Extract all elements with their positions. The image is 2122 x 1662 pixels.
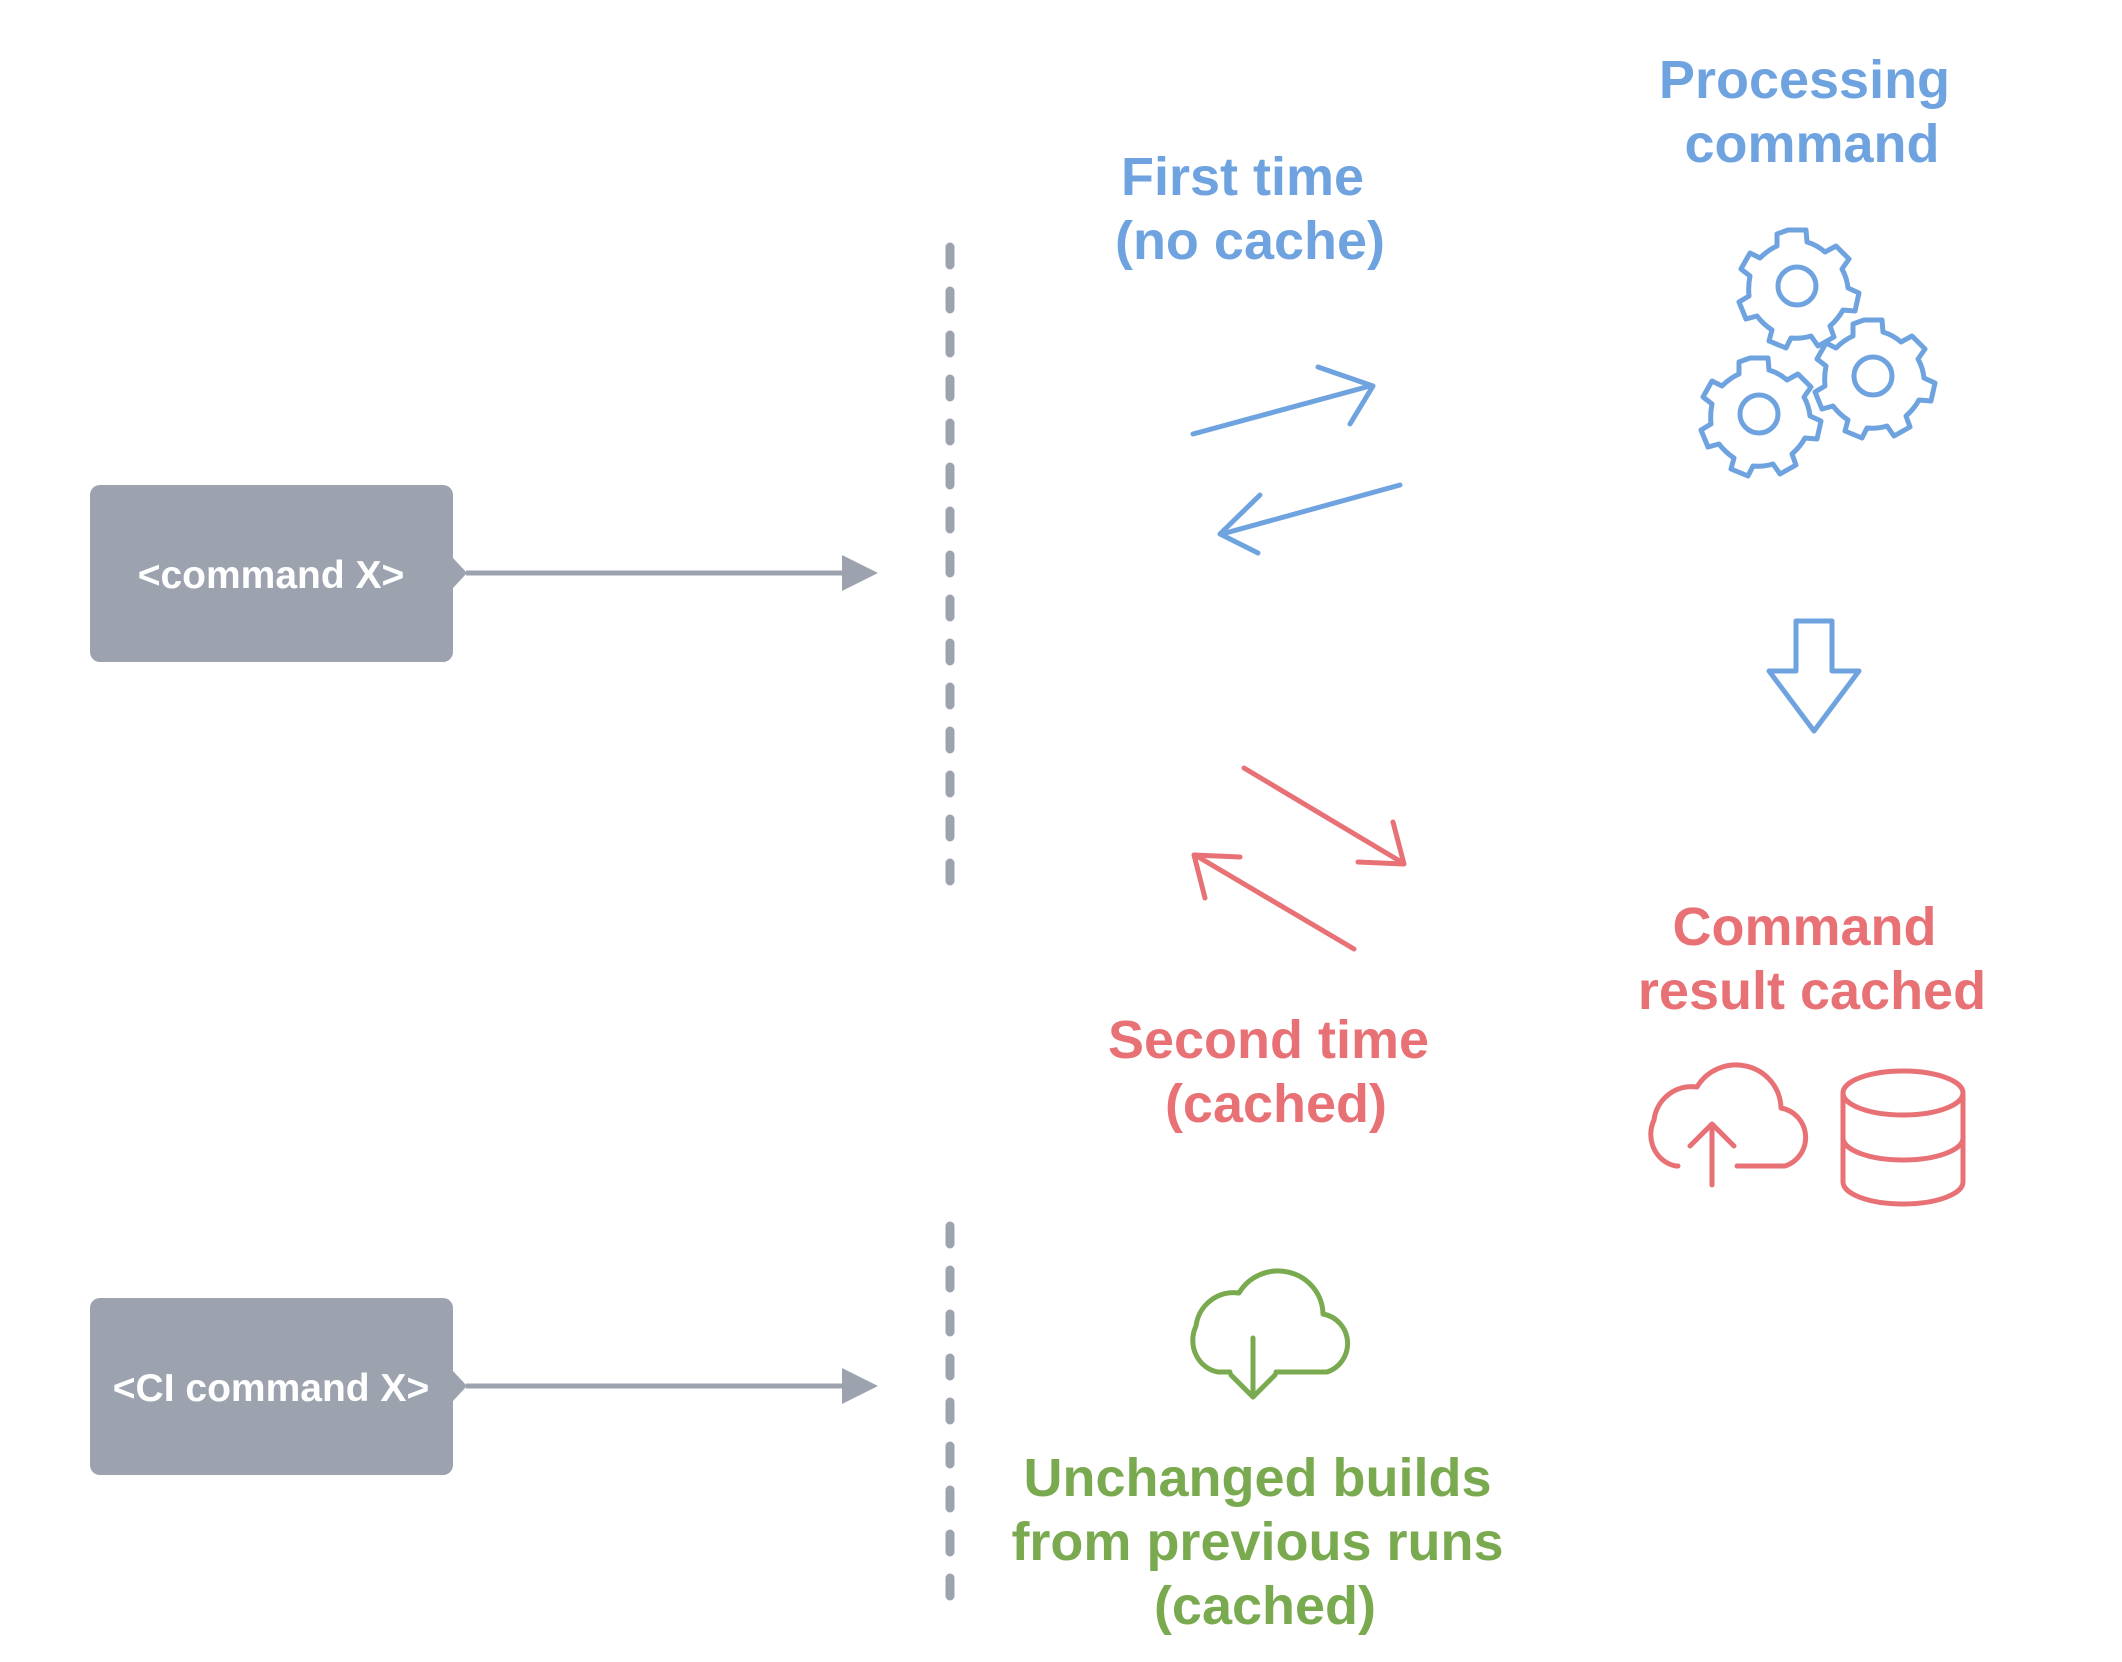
result-cached-label: Command result cached [1638,897,1986,1021]
arrowhead-icon [842,555,878,591]
gears-icon [1698,227,1938,479]
command-arrow [466,555,878,591]
command-label: <command X> [138,554,405,597]
arrowhead-icon [842,1368,878,1404]
command-box [90,485,453,662]
cloud-upload-icon [1648,1062,1809,1188]
processing-label: Processing command [1659,50,1965,174]
response-arrow-icon [1217,482,1403,556]
response-arrow-icon [1191,852,1357,952]
cloud-download-icon [1190,1268,1351,1400]
first-time-label: First time (no cache) [1115,147,1385,271]
ci-command-box [90,1298,453,1475]
down-arrow-icon [1766,618,1862,734]
first-time-arrows [1190,364,1403,556]
ci-command-arrow [466,1368,878,1404]
second-time-label: Second time (cached) [1108,1010,1444,1134]
request-arrow-icon [1190,364,1376,437]
ci-command-label: <CI command X> [113,1367,429,1410]
database-icon [1840,1068,1966,1207]
request-arrow-icon [1241,765,1407,867]
second-time-arrows [1191,765,1407,952]
command-node: <command X> [90,485,467,662]
ci-command-node: <CI command X> [90,1298,467,1475]
unchanged-builds-label: Unchanged builds from previous runs (cac… [1011,1448,1518,1636]
